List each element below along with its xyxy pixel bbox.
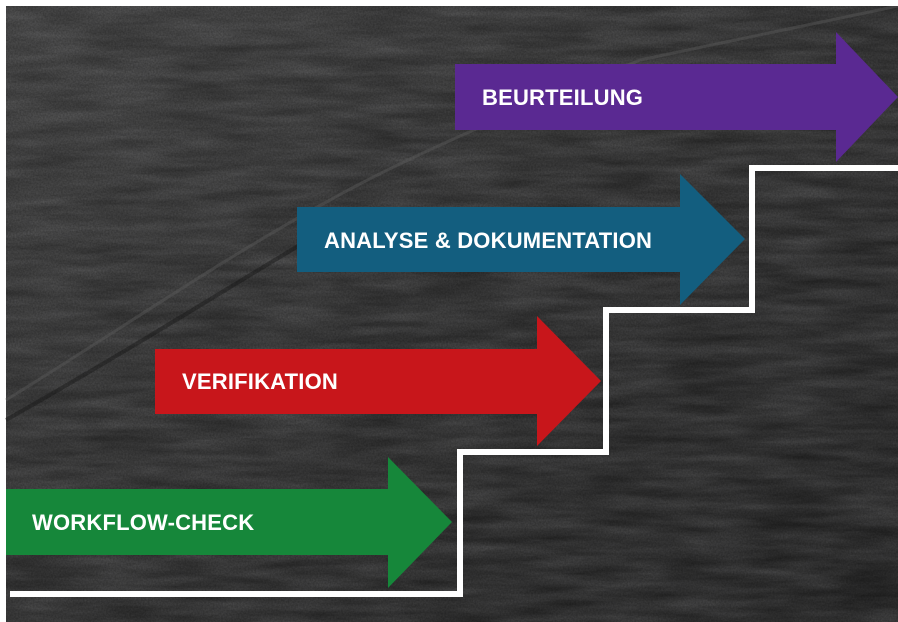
arrow-beurteilung: BEURTEILUNG bbox=[455, 32, 898, 162]
arrow-label-workflow-check: WORKFLOW-CHECK bbox=[32, 510, 254, 535]
arrow-verifikation: VERIFIKATION bbox=[155, 316, 601, 446]
arrow-label-analyse-dokumentation: ANALYSE & DOKUMENTATION bbox=[324, 228, 652, 253]
arrow-shape-workflow-check bbox=[6, 457, 452, 588]
arrow-workflow-check: WORKFLOW-CHECK bbox=[6, 457, 452, 588]
arrow-shape-analyse-dokumentation bbox=[297, 174, 745, 305]
arrow-label-verifikation: VERIFIKATION bbox=[182, 369, 338, 394]
staircase-line bbox=[10, 165, 898, 597]
arrow-analyse-dokumentation: ANALYSE & DOKUMENTATION bbox=[297, 174, 745, 305]
arrow-label-beurteilung: BEURTEILUNG bbox=[482, 85, 643, 110]
arrow-shape-beurteilung bbox=[455, 32, 898, 162]
arrow-shape-verifikation bbox=[155, 316, 601, 446]
